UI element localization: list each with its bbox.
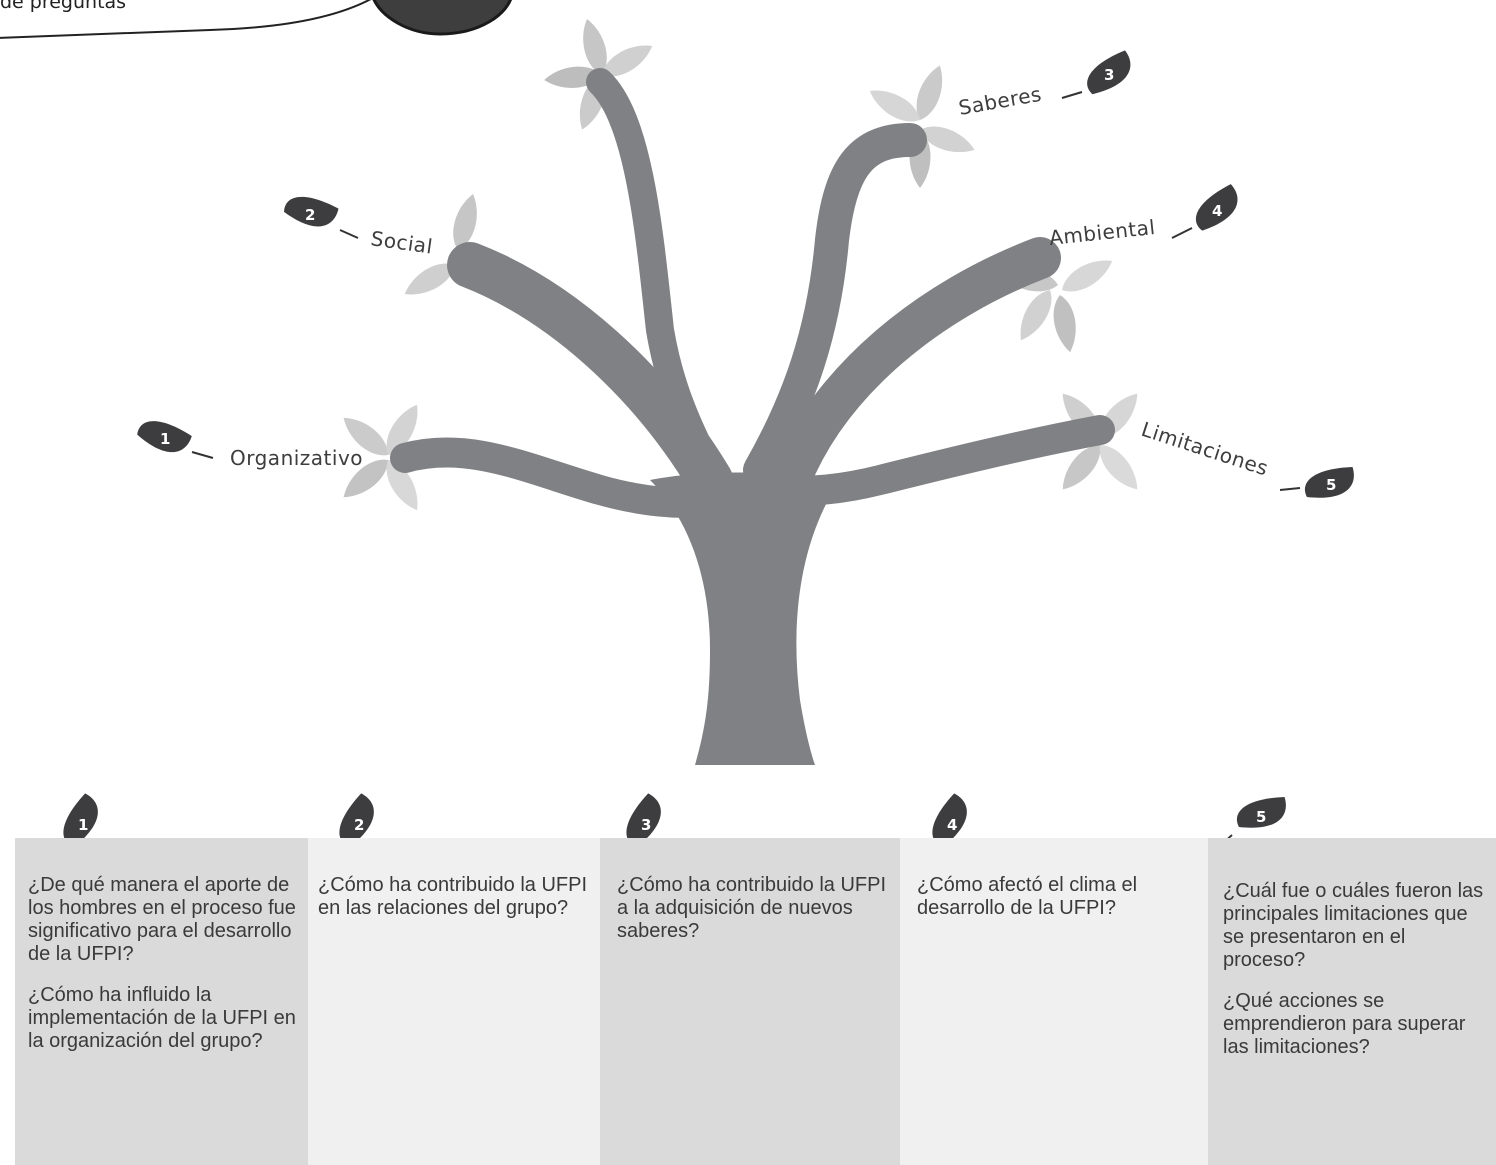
branch-label: Saberes	[957, 82, 1044, 120]
branch-label: Social	[369, 226, 434, 258]
branch-social: 2 Social	[281, 187, 434, 259]
branch-limitaciones: 5 Limitaciones	[1138, 417, 1356, 500]
badge-number: 3	[641, 816, 651, 834]
badge-number: 5	[1256, 808, 1266, 826]
badge-number: 4	[1212, 202, 1222, 220]
branch-label: Organizativo	[230, 446, 363, 470]
badge-number: 2	[354, 816, 364, 834]
leaf-cluster-saberes	[864, 61, 979, 188]
badge-number: 3	[1104, 66, 1114, 84]
badge-number: 5	[1326, 476, 1336, 494]
question-text: ¿Qué acciones se emprendieron para super…	[1223, 990, 1466, 1058]
branch-saberes: 3 Saberes	[957, 49, 1138, 120]
branch-label: Ambiental	[1048, 215, 1156, 250]
question-column-4: ¿Cómo afectó el clima el desarrollo de l…	[900, 838, 1208, 1165]
branch-organizativo: 1 Organizativo	[134, 411, 363, 470]
bubble-caption: de preguntas	[0, 0, 126, 13]
question-text: ¿Cómo ha influido la implementación de l…	[28, 984, 296, 1052]
question-text: ¿Cuál fue o cuáles fueron las principale…	[1223, 880, 1484, 971]
question-columns: ¿De qué manera el aporte de los hombres …	[15, 838, 1496, 1165]
badge-number: 1	[160, 430, 170, 448]
question-column-1: ¿De qué manera el aporte de los hombres …	[15, 838, 308, 1165]
question-text: ¿Cómo ha contribuido la UFPI en las rela…	[318, 874, 588, 919]
tree-trunk	[390, 68, 1115, 518]
branch-label: Limitaciones	[1138, 417, 1271, 481]
question-column-3: ¿Cómo ha contribuido la UFPI a la adquis…	[600, 838, 900, 1165]
branch-ambiental: 4 Ambiental	[1048, 183, 1246, 250]
question-text: ¿De qué manera el aporte de los hombres …	[28, 874, 296, 965]
question-text: ¿Cómo afectó el clima el desarrollo de l…	[917, 874, 1138, 919]
question-column-5: ¿Cuál fue o cuáles fueron las principale…	[1208, 838, 1496, 1165]
tree-trunk-base	[650, 472, 840, 765]
question-text: ¿Cómo ha contribuido la UFPI a la adquis…	[617, 874, 887, 942]
speech-bubble: de preguntas	[0, 0, 512, 39]
badge-number: 2	[305, 206, 315, 224]
badge-number: 4	[947, 816, 957, 834]
question-column-2: ¿Cómo ha contribuido la UFPI en las rela…	[308, 838, 600, 1165]
badge-number: 1	[78, 816, 88, 834]
